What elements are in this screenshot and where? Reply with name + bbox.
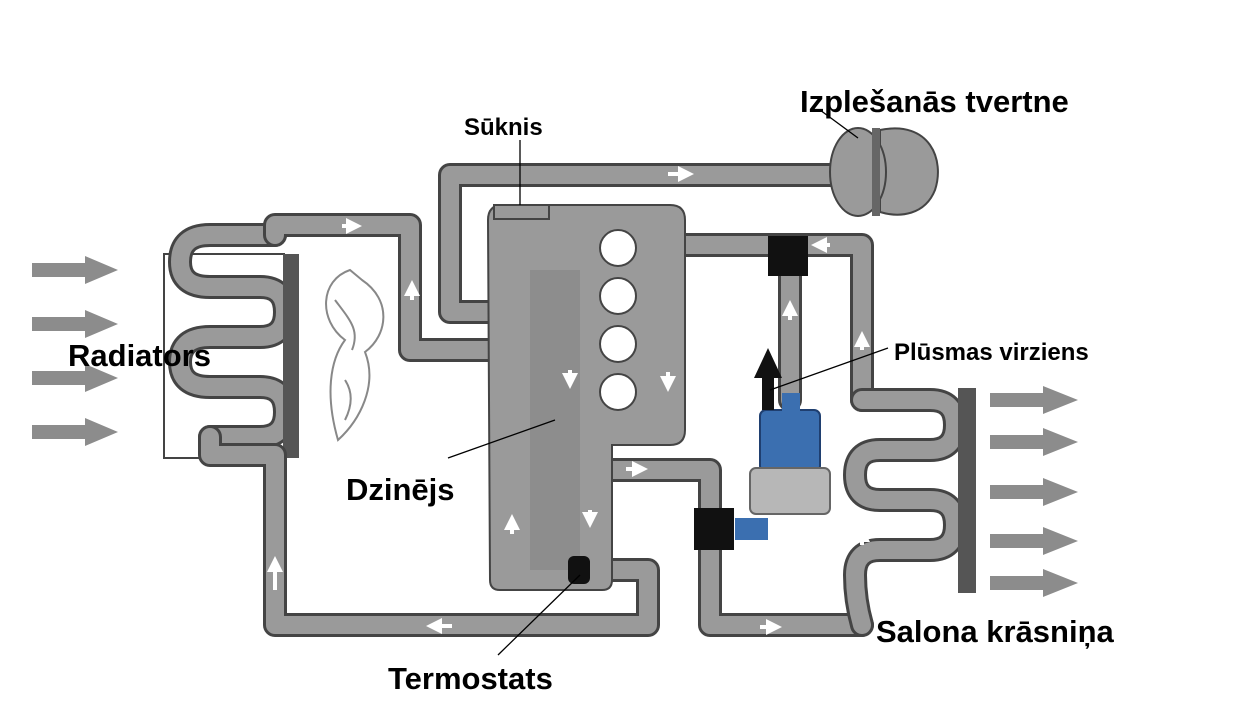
flow-direction-arrow — [754, 348, 782, 410]
leader-lines — [447, 109, 889, 656]
flow-direction-label: Plūsmas virziens — [894, 339, 1089, 366]
expansion-tank — [829, 127, 939, 217]
thermostat-fitting — [568, 556, 590, 584]
upper-t-fitting — [768, 236, 808, 276]
cylinder-4 — [599, 373, 637, 411]
cabin-heater — [843, 388, 976, 637]
expansion-tank-label: Izplešanās tvertne — [800, 84, 1069, 119]
radiator — [163, 223, 299, 459]
cylinder-3 — [599, 325, 637, 363]
cabin-heater-label: Salona krāsniņa — [876, 614, 1114, 649]
water-pump — [493, 204, 550, 220]
cylinder-1 — [599, 229, 637, 267]
air-inflow-arrows — [32, 256, 118, 446]
lower-t-fitting — [694, 508, 734, 550]
fan-icon — [325, 268, 385, 442]
flow-arrows — [267, 166, 870, 635]
pump-label: Sūknis — [464, 114, 543, 141]
cylinder-2 — [599, 277, 637, 315]
thermostat-label: Termostats — [388, 661, 553, 696]
air-outflow-arrows — [990, 386, 1078, 597]
engine-label: Dzinējs — [346, 472, 455, 507]
electric-pump — [735, 393, 831, 540]
engine-block — [486, 204, 686, 591]
radiator-label: Radiators — [68, 338, 211, 373]
